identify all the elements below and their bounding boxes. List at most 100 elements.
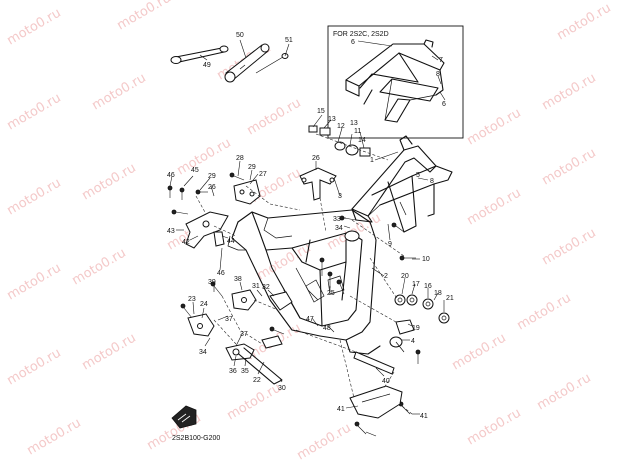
assembly-lines (195, 133, 413, 415)
watermark: moto0.ru (5, 346, 64, 389)
callout-label: 11 (354, 128, 361, 135)
watermark: moto0.ru (465, 186, 524, 229)
watermark: moto0.ru (80, 331, 139, 374)
watermark: moto0.ru (5, 91, 64, 134)
watermark: moto0.ru (295, 421, 354, 464)
watermark: moto0.ru (115, 0, 174, 33)
callout-label: 15 (317, 108, 325, 115)
callout-label: 40 (382, 378, 390, 385)
mount-plates (231, 289, 293, 311)
callout-label: 42 (182, 239, 190, 246)
callout-label: 7 (439, 57, 443, 64)
callout-label: 50 (236, 32, 244, 39)
callout-label: 1 (370, 157, 374, 164)
callout-label: 48 (323, 325, 331, 332)
callout-label: 41 (337, 406, 345, 413)
diagram-code: 2S2B100-G200 (172, 435, 220, 442)
watermark: moto0.ru (245, 96, 304, 139)
callout-label: 23 (188, 296, 196, 303)
watermark: moto0.ru (5, 261, 64, 304)
callout-label: 6 (351, 39, 355, 46)
callout-label: 51 (285, 37, 293, 44)
watermark: moto0.ru (175, 136, 234, 179)
watermark: moto0.ru (515, 291, 574, 334)
watermark: moto0.ru (450, 331, 509, 374)
reference-icon (171, 405, 197, 429)
callout-label: 36 (229, 368, 237, 375)
bolts (167, 172, 421, 435)
watermark: moto0.ru (540, 226, 599, 269)
callout-label: 28 (236, 155, 244, 162)
callout-label: 27 (259, 171, 267, 178)
watermark: moto0.ru (70, 246, 129, 289)
callout-label: 17 (412, 281, 420, 288)
watermark: moto0.ru (255, 241, 314, 284)
callout-label: 29 (248, 164, 256, 171)
callout-label: 35 (241, 368, 249, 375)
tool-wrench (170, 45, 229, 64)
inset-subframe (345, 39, 445, 123)
callout-label: 26 (208, 184, 216, 191)
watermark: moto0.ru (25, 416, 84, 459)
bracket-23-24 (187, 313, 215, 337)
callout-label: 37 (225, 316, 233, 323)
callout-label: 26 (312, 155, 320, 162)
inset-title: FOR 2S2C, 2S2D (333, 31, 389, 38)
rear-subframe (351, 135, 453, 233)
callout-label: 5 (416, 172, 420, 179)
callout-label: 3 (338, 193, 342, 200)
callout-label: 31 (252, 283, 260, 290)
tool-socket (224, 43, 270, 83)
callout-label: 38 (234, 276, 242, 283)
callout-label: 13 (350, 120, 358, 127)
callout-layer: 49 50 51 6 7 8 6 15 13 12 13 11 14 1 26 … (167, 32, 454, 420)
callout-label: 29 (208, 173, 216, 180)
callout-label: 37 (240, 331, 248, 338)
callout-label: 34 (335, 225, 343, 232)
watermark: moto0.ru (80, 161, 139, 204)
callout-label: 9 (388, 241, 392, 248)
callout-label: 13 (328, 116, 336, 123)
callout-label: 18 (434, 290, 442, 297)
callout-label: 43 (167, 228, 175, 235)
callout-label: 34 (199, 349, 207, 356)
callout-label: 20 (401, 273, 409, 280)
callout-label: 49 (203, 62, 211, 69)
engine-guard (349, 385, 403, 419)
callout-label: 10 (422, 256, 430, 263)
callout-label: 14 (358, 137, 366, 144)
callout-label: 46 (217, 270, 225, 277)
watermark: moto0.ru (90, 71, 149, 114)
callout-label: 21 (446, 295, 454, 302)
pivot-shaft (353, 336, 405, 375)
callout-label: 24 (200, 301, 208, 308)
watermark-layer: moto0.ru moto0.ru moto0.ru moto0.ru moto… (5, 0, 614, 463)
callout-label: 25 (327, 290, 335, 297)
watermark: moto0.ru (225, 381, 284, 424)
watermark: moto0.ru (555, 1, 614, 44)
callout-label: 8 (430, 178, 434, 185)
watermark: moto0.ru (535, 371, 594, 414)
callout-label: 19 (412, 325, 420, 332)
callout-label: 46 (167, 172, 175, 179)
inset-frame (327, 25, 464, 139)
callout-label: 12 (337, 123, 345, 130)
leader-lines (169, 39, 446, 437)
callout-label: 16 (424, 283, 432, 290)
callout-label: 41 (420, 413, 428, 420)
callout-label: 22 (253, 377, 261, 384)
watermark: moto0.ru (540, 146, 599, 189)
nuts-washers (394, 294, 450, 335)
watermark: moto0.ru (465, 406, 524, 449)
callout-label: 33 (333, 216, 341, 223)
callout-label: 47 (306, 316, 314, 323)
footrest-bracket (185, 211, 229, 249)
watermark: moto0.ru (465, 106, 524, 149)
callout-label: 45 (191, 167, 199, 174)
watermark: moto0.ru (540, 71, 599, 114)
watermark: moto0.ru (5, 6, 64, 49)
callout-label: 2 (384, 273, 388, 280)
engine-mount-bracket (299, 167, 337, 201)
callout-label: 4 (411, 338, 415, 345)
